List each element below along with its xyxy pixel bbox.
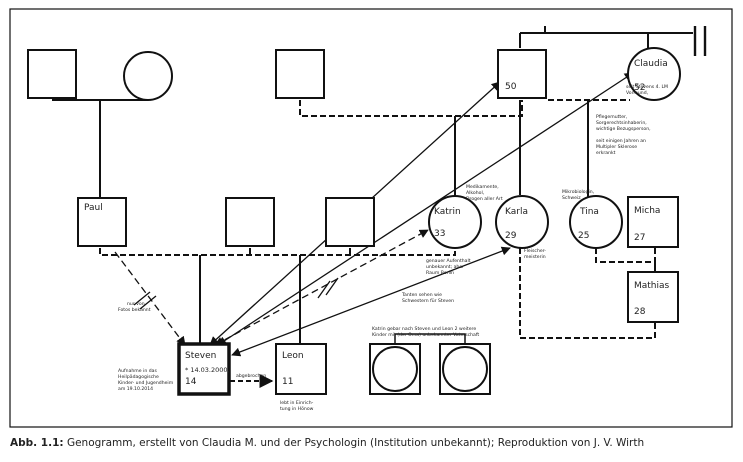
age-leon: 11 — [282, 377, 293, 387]
label-mathias: Mathias — [634, 281, 670, 291]
arrow-paul-steven — [114, 251, 186, 346]
person-labels: Paul Katrin 33 Karla 29 Tina 25 Micha 27… — [84, 59, 670, 387]
person-mathias — [627, 271, 679, 323]
caption-text: Genogramm, erstellt von Claudia M. und d… — [66, 437, 645, 449]
annotations: seit Stevens 4. LM Vormund, Pflegemutter… — [118, 84, 669, 412]
age-katrin: 33 — [434, 229, 445, 239]
arrow-steven-karla — [231, 246, 511, 357]
relationship-line-paul-katrin — [99, 248, 456, 256]
note-claudia-pflege: Pflegemutter, Sorgerechtsinhaberin, wich… — [596, 114, 652, 156]
age-claudia: 52 — [634, 83, 645, 93]
label-karla: Karla — [505, 207, 528, 217]
person-paul-father — [27, 49, 77, 99]
break-mark-paul-1 — [133, 291, 151, 306]
person-grandfather-2 — [275, 49, 325, 99]
age-steven: 14 — [185, 377, 197, 387]
age-mathias: 28 — [634, 307, 646, 317]
age-karla: 29 — [505, 231, 517, 241]
birth-steven: * 14.03.2000, — [185, 366, 230, 374]
arrow-steven-claudia — [217, 72, 634, 346]
note-karla-job: Fleischer- meisterin — [524, 248, 547, 260]
person-paul-mother — [123, 51, 173, 101]
label-paul: Paul — [84, 203, 103, 213]
age-father: 50 — [505, 82, 517, 92]
person-father-50 — [497, 49, 547, 99]
note-claudia-vormund: seit Stevens 4. LM Vormund, — [626, 84, 669, 96]
break-mark-paul-2 — [139, 295, 157, 310]
note-katrin-aufenthalt: genauer Aufenthalt unbekannt; aber Raum … — [426, 258, 472, 276]
break-mark-katrin-2 — [325, 277, 339, 296]
person-twin-1 — [372, 346, 418, 392]
person-karla — [495, 195, 549, 249]
note-tanten: Tanten sehen wie Schwestern für Steven — [401, 292, 454, 304]
person-katrin — [428, 195, 482, 249]
relationship-line-tina-micha — [595, 248, 656, 263]
note-twins: Katrin gebar nach Steven und Leon 2 weit… — [372, 326, 479, 338]
note-steven-heim: Aufnahme in das Heilpädagogische Kinder-… — [118, 368, 175, 392]
label-leon: Leon — [282, 351, 304, 361]
age-tina: 25 — [578, 231, 589, 241]
person-steven — [177, 342, 231, 396]
break-mark-katrin-1 — [317, 280, 331, 299]
label-steven: Steven — [185, 351, 216, 361]
note-tina-job: Mikrobiologin, Schweiz — [562, 189, 596, 201]
label-katrin: Katrin — [434, 207, 461, 217]
relationship-line-father — [299, 100, 523, 117]
age-micha: 27 — [634, 233, 645, 243]
person-paul — [77, 197, 127, 247]
label-micha: Micha — [634, 206, 660, 216]
figure-caption: Abb. 1.1: Genogramm, erstellt von Claudi… — [10, 437, 735, 449]
person-claudia — [627, 47, 681, 101]
note-katrin-meds: Medikamente, Alkohol, Drogen aller Art — [466, 184, 503, 202]
note-abgebrochen: abgebrochen — [236, 373, 266, 379]
label-tina: Tina — [579, 207, 599, 217]
figure-frame — [9, 8, 733, 428]
note-paul-fotos: nur von Fotos bekannt — [118, 301, 151, 313]
caption-prefix: Abb. 1.1: — [10, 437, 64, 449]
note-leon-einrichtung: lebt in Einrich- tung in Hönow — [280, 400, 315, 412]
person-tina — [569, 195, 623, 249]
person-micha — [627, 196, 679, 248]
persons — [27, 47, 681, 396]
arrows — [114, 72, 634, 388]
label-claudia: Claudia — [634, 59, 668, 69]
person-leon-father — [225, 197, 275, 247]
person-leon — [275, 343, 327, 395]
person-unknown-partner — [325, 197, 375, 247]
person-twin-2 — [442, 346, 488, 392]
